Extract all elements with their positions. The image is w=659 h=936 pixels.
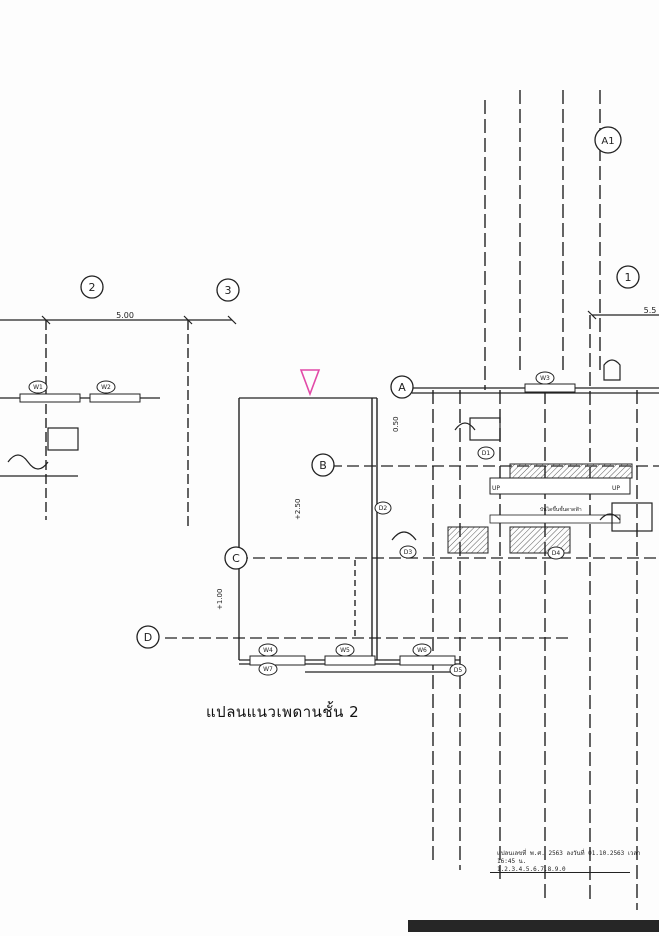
level-labels: +2.50 +1.00 0.50 [216,416,400,610]
tag-bubble-w4 [258,643,278,657]
fixture-far-right [611,502,653,532]
grid-bubble-d [136,625,160,649]
label-col-2: 2 [89,281,96,294]
tag-w1: W1 [33,384,43,391]
label-col-1: 1 [625,271,632,284]
tag-bubble-d5 [449,663,467,677]
stamp-underline [490,872,630,873]
stair-upper [489,463,633,495]
level-mid: +2.50 [294,499,302,520]
tag-bubble-d4 [547,546,565,560]
stair-labels: UP UP บันไดขึ้นชั้นดาดฟ้า [492,485,620,513]
tag-bubble-w7 [258,662,278,676]
window-w4 [249,655,306,666]
window-frames [19,383,576,666]
grid-bubble-b [311,453,335,477]
grid-bubble-a [390,375,414,399]
tag-w5: W5 [340,647,350,654]
tag-bubble-w2 [96,380,116,394]
tag-bubble-w6 [412,643,432,657]
grid-labels: 2 3 1 A1 A B C D [89,136,632,644]
tag-w7: W7 [263,666,273,673]
label-row-b: B [319,459,327,472]
tag-bubble-d1 [477,446,495,460]
fixtures [7,417,653,541]
label-row-d: D [144,631,152,644]
stair-up-label-right: UP [612,485,620,492]
label-sheet-mark: A1 [601,136,614,147]
tag-bubble-d3 [399,545,417,559]
stamp-line-2: 1.2.3.4.5.6.7.8.9.0 [497,866,566,873]
tag-bubble-w1 [28,380,48,394]
stamp-line-1: แปลนเลขที่ พ.ศ. 2563 ลงวันที่ 01.10.2563… [497,850,641,865]
grid-bubble-1 [616,265,640,289]
tag-d1: D1 [482,450,491,457]
tag-d2: D2 [379,505,388,512]
scan-edge-bar [408,920,659,932]
tag-d4: D4 [552,550,561,557]
tag-w3: W3 [540,375,550,382]
dimension-labels: 5.00 5.5 [116,306,656,320]
door-swing-right [454,422,476,431]
vertical-grid-lines [45,90,638,910]
door-swing-far [599,513,621,521]
door-swing-left [7,454,49,470]
level-side: 0.50 [392,416,400,432]
tag-w4: W4 [263,647,273,654]
tag-labels: W1 W2 W3 W4 W5 W6 W7 D1 D2 D3 D4 D5 [33,375,560,674]
stair-up-label: UP [492,485,500,492]
tag-w2: W2 [101,384,111,391]
stair-note: บันไดขึ้นชั้นดาดฟ้า [540,504,582,513]
tag-bubbles [28,371,565,677]
tag-bubble-d2 [374,501,392,515]
section-marker-icon [299,369,321,397]
window-w2 [89,393,141,403]
stair-lower [447,514,621,554]
level-low: +1.00 [216,589,224,610]
door-swing-mid [391,531,417,541]
window-w3 [524,383,576,393]
dim-bay-span: 5.00 [116,311,134,320]
fixture-right [469,417,501,441]
grid-bubble-2 [80,275,104,299]
sheet-mark-bubble [594,126,622,154]
tag-d3: D3 [404,549,413,556]
tag-d5: D5 [454,667,463,674]
tag-bubble-w3 [535,371,555,385]
window-w5 [324,655,376,666]
tag-bubble-w5 [335,643,355,657]
north-arrow-icon [603,359,621,381]
tag-w6: W6 [417,647,427,654]
dim-bay-span-right: 5.5 [644,306,657,315]
fixture-left [47,427,79,451]
window-w1 [19,393,81,403]
window-w6 [399,655,456,666]
revision-stamp: แปลนเลขที่ พ.ศ. 2563 ลงวันที่ 01.10.2563… [497,850,659,874]
label-row-a: A [398,381,406,394]
dimension-ticks [41,310,597,325]
grid-bubble-3 [216,278,240,302]
grid-bubble-c [224,546,248,570]
drawing-title: แปลนแนวเพดานชั้น 2 [206,703,360,721]
grid-bubbles [80,126,640,649]
label-col-3: 3 [225,284,232,297]
label-row-c: C [232,552,240,565]
